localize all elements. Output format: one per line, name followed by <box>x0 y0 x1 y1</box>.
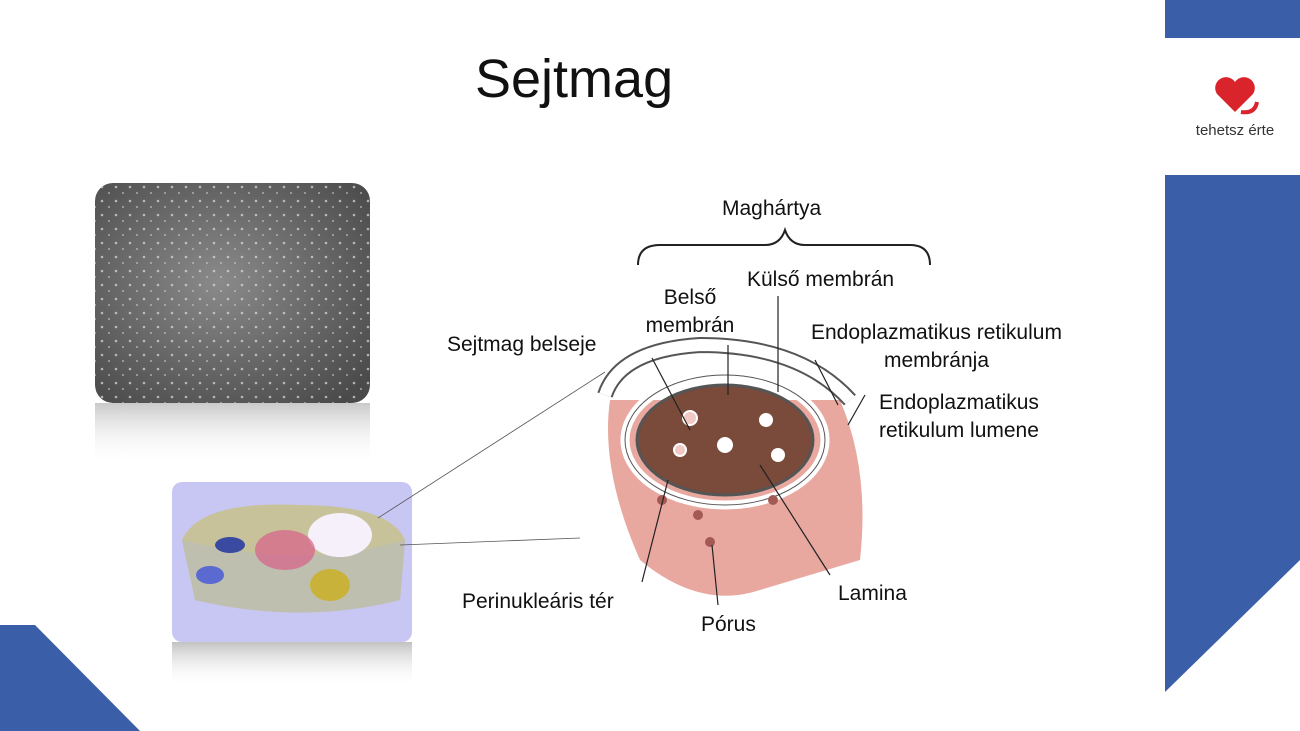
right-side-band <box>1165 175 1300 692</box>
top-right-bar <box>1165 0 1300 38</box>
label-er-membrane: Endoplazmatikus retikulum membránja <box>811 319 1062 375</box>
animal-cell-diagram <box>172 482 412 687</box>
label-belso-membran: Belső membrán <box>640 284 740 340</box>
nucleus-micrograph <box>95 183 370 465</box>
label-belso-line1: Belső <box>663 286 717 309</box>
heart-logo-icon <box>1215 77 1259 115</box>
label-maghartya: Maghártya <box>722 197 822 220</box>
nuclear-envelope-diagram <box>597 336 863 596</box>
slide-title: Sejtmag <box>475 49 674 109</box>
label-er-membrane-line2: membránja <box>883 349 989 372</box>
logo: tehetsz érte <box>1175 72 1295 139</box>
label-er-lumen: Endoplazmatikus retikulum lumene <box>879 389 1039 445</box>
leader-lines <box>377 226 931 606</box>
label-er-membrane-line1: Endoplazmatikus retikulum <box>811 321 1062 344</box>
label-perinuclear-space: Perinukleáris tér <box>462 590 614 613</box>
label-kulso-membran: Külső membrán <box>747 268 895 291</box>
label-porus: Pórus <box>701 613 756 636</box>
label-belso-line2: membrán <box>645 314 735 337</box>
bottom-left-triangle <box>0 625 140 731</box>
label-er-lumen-line2: retikulum lumene <box>879 419 1039 442</box>
label-er-lumen-line1: Endoplazmatikus <box>879 391 1039 414</box>
logo-text: tehetsz érte <box>1195 122 1275 139</box>
label-lamina: Lamina <box>838 582 907 605</box>
label-sejtmag-belseje: Sejtmag belseje <box>447 333 597 356</box>
